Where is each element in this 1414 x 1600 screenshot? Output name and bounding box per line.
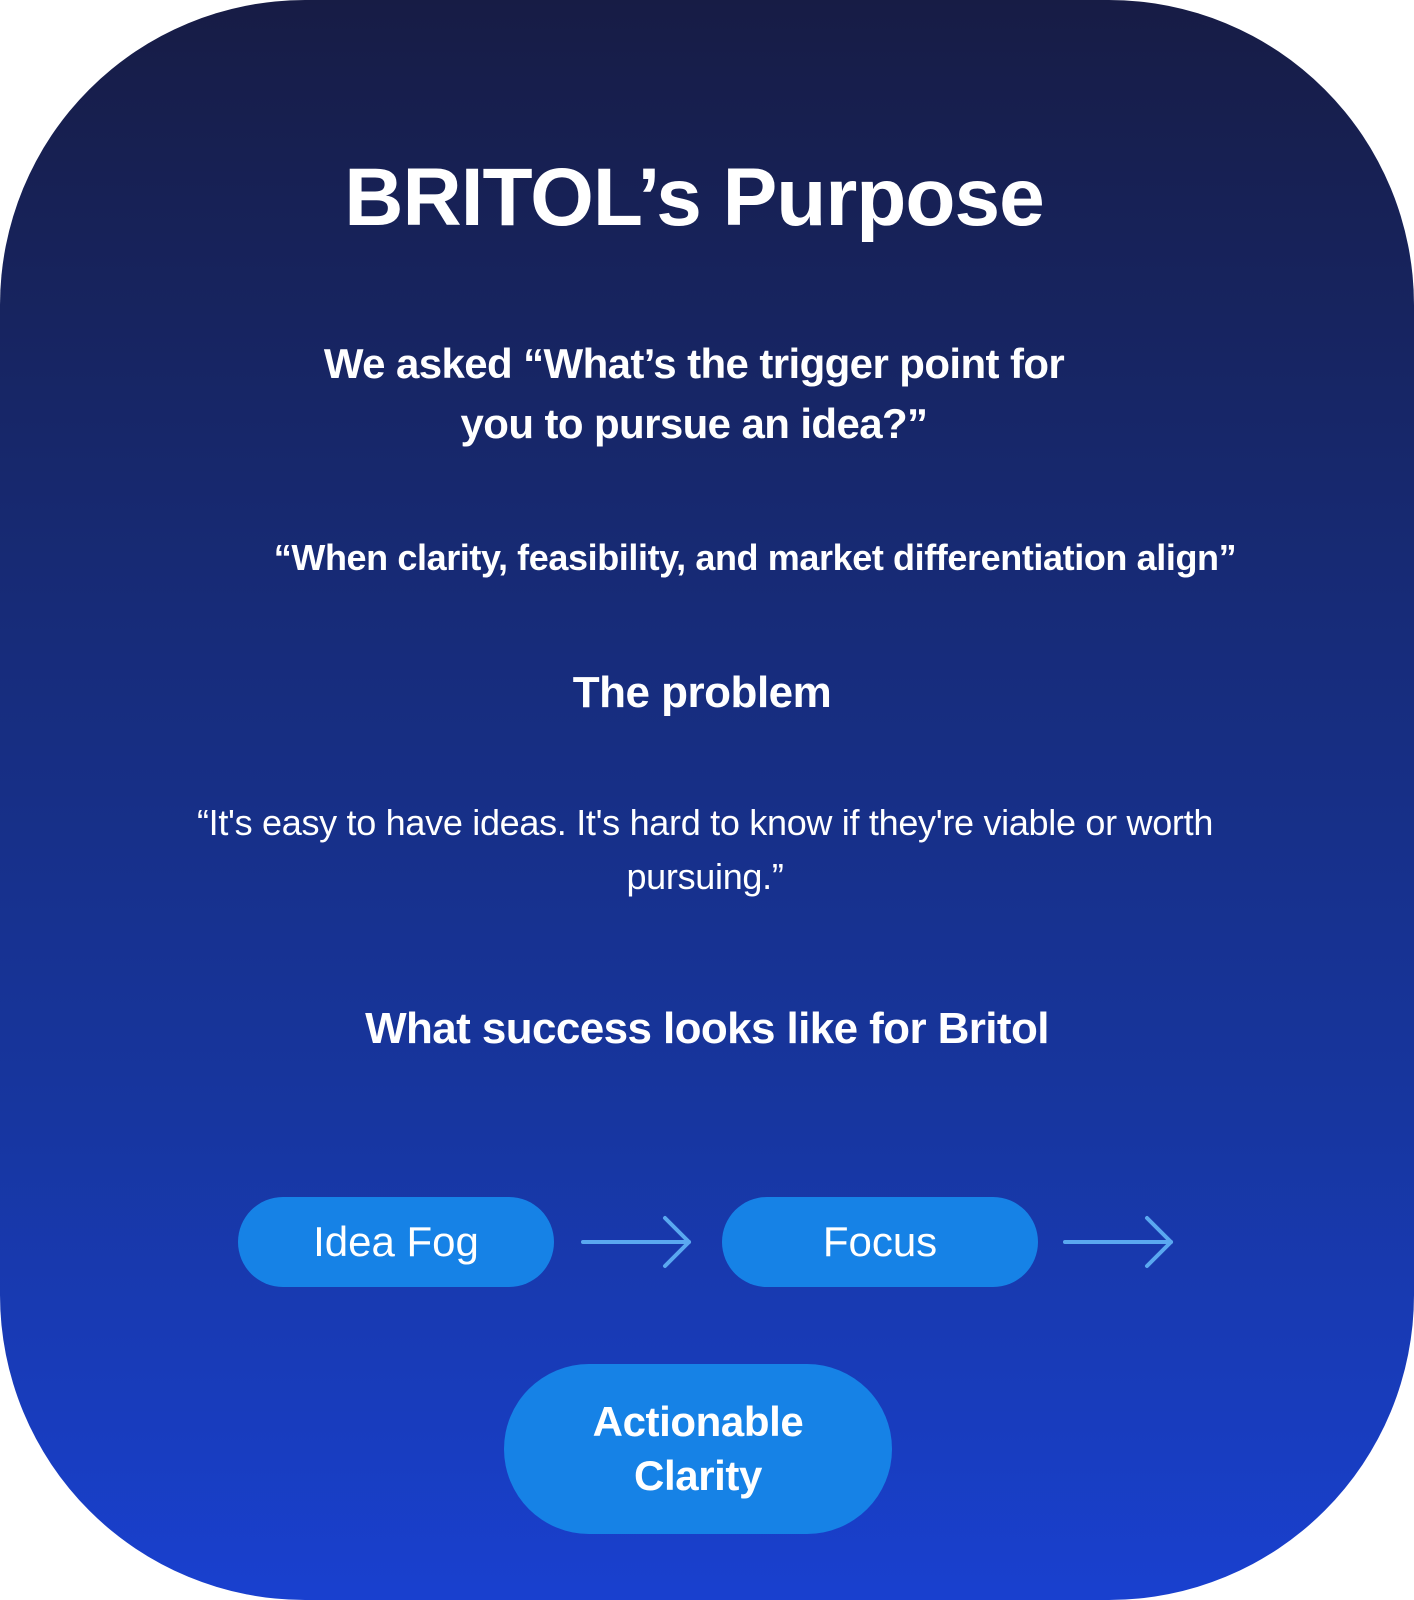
question-text: We asked “What’s the trigger point for y…: [323, 340, 1065, 447]
problem-heading: The problem: [572, 668, 832, 717]
arrow-right-icon: [581, 1216, 691, 1268]
step-idea-fog: Idea Fog: [238, 1197, 554, 1287]
problem-quote: “It's easy to have ideas. It's hard to k…: [196, 802, 1214, 897]
arrow-right-icon: [1063, 1216, 1173, 1268]
page-title: BRITOL’s Purpose: [344, 152, 1044, 243]
answer-quote: “When clarity, feasibility, and market d…: [273, 537, 1237, 578]
step-focus: Focus: [722, 1197, 1038, 1287]
success-heading: What success looks like for Britol: [365, 1004, 1049, 1053]
step-actionable-clarity: Actionable Clarity: [504, 1364, 892, 1534]
step-actionable-clarity-label: Actionable Clarity: [592, 1398, 804, 1499]
